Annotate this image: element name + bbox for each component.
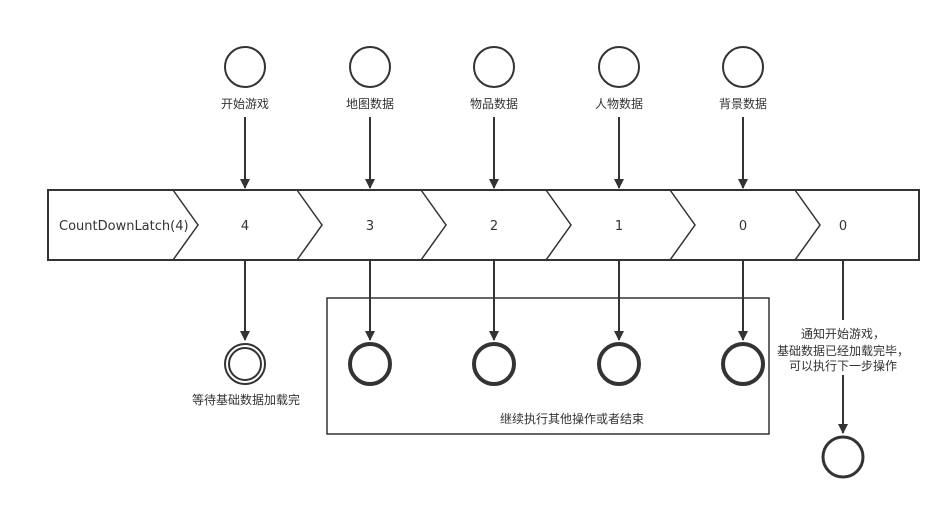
latch-count: 2	[490, 219, 498, 234]
background-data-node	[722, 46, 764, 88]
chevron-divider	[172, 189, 199, 261]
worker-end-node	[348, 342, 392, 386]
item-data-label: 物品数据	[470, 96, 518, 111]
map-data-node	[349, 46, 391, 88]
notify-label-line-2: 基础数据已经加载完毕，	[777, 343, 909, 358]
start-game-label: 开始游戏	[221, 97, 269, 111]
latch-count: 0	[839, 219, 847, 234]
notify-end-node	[821, 435, 865, 479]
latch-count: 0	[739, 219, 747, 234]
latch-count: 1	[615, 219, 623, 234]
map-data-label: 地图数据	[346, 96, 394, 111]
latch-title: CountDownLatch(4)	[59, 219, 189, 234]
worker-end-node	[472, 342, 516, 386]
chevron-divider	[296, 189, 323, 261]
worker-end-node	[597, 342, 641, 386]
latch-bar	[47, 189, 920, 261]
continue-label: 继续执行其他操作或者结束	[500, 411, 644, 426]
chevron-divider	[669, 189, 696, 261]
item-data-node	[473, 46, 515, 88]
background-data-label: 背景数据	[719, 96, 767, 111]
waiting-node-outer	[224, 343, 266, 385]
chevron-divider	[420, 189, 447, 261]
start-game-node	[224, 46, 266, 88]
character-data-node	[598, 46, 640, 88]
latch-count: 4	[241, 219, 249, 234]
notify-label-line-3: 可以执行下一步操作	[789, 358, 897, 373]
worker-end-node	[721, 342, 765, 386]
chevron-divider	[545, 189, 572, 261]
latch-count: 3	[366, 219, 374, 234]
character-data-label: 人物数据	[595, 96, 643, 111]
notify-label-line-1: 通知开始游戏，	[801, 327, 885, 341]
continue-group-box	[326, 297, 770, 435]
waiting-label: 等待基础数据加载完	[192, 392, 300, 407]
waiting-node-inner	[228, 347, 262, 381]
chevron-divider	[794, 189, 821, 261]
